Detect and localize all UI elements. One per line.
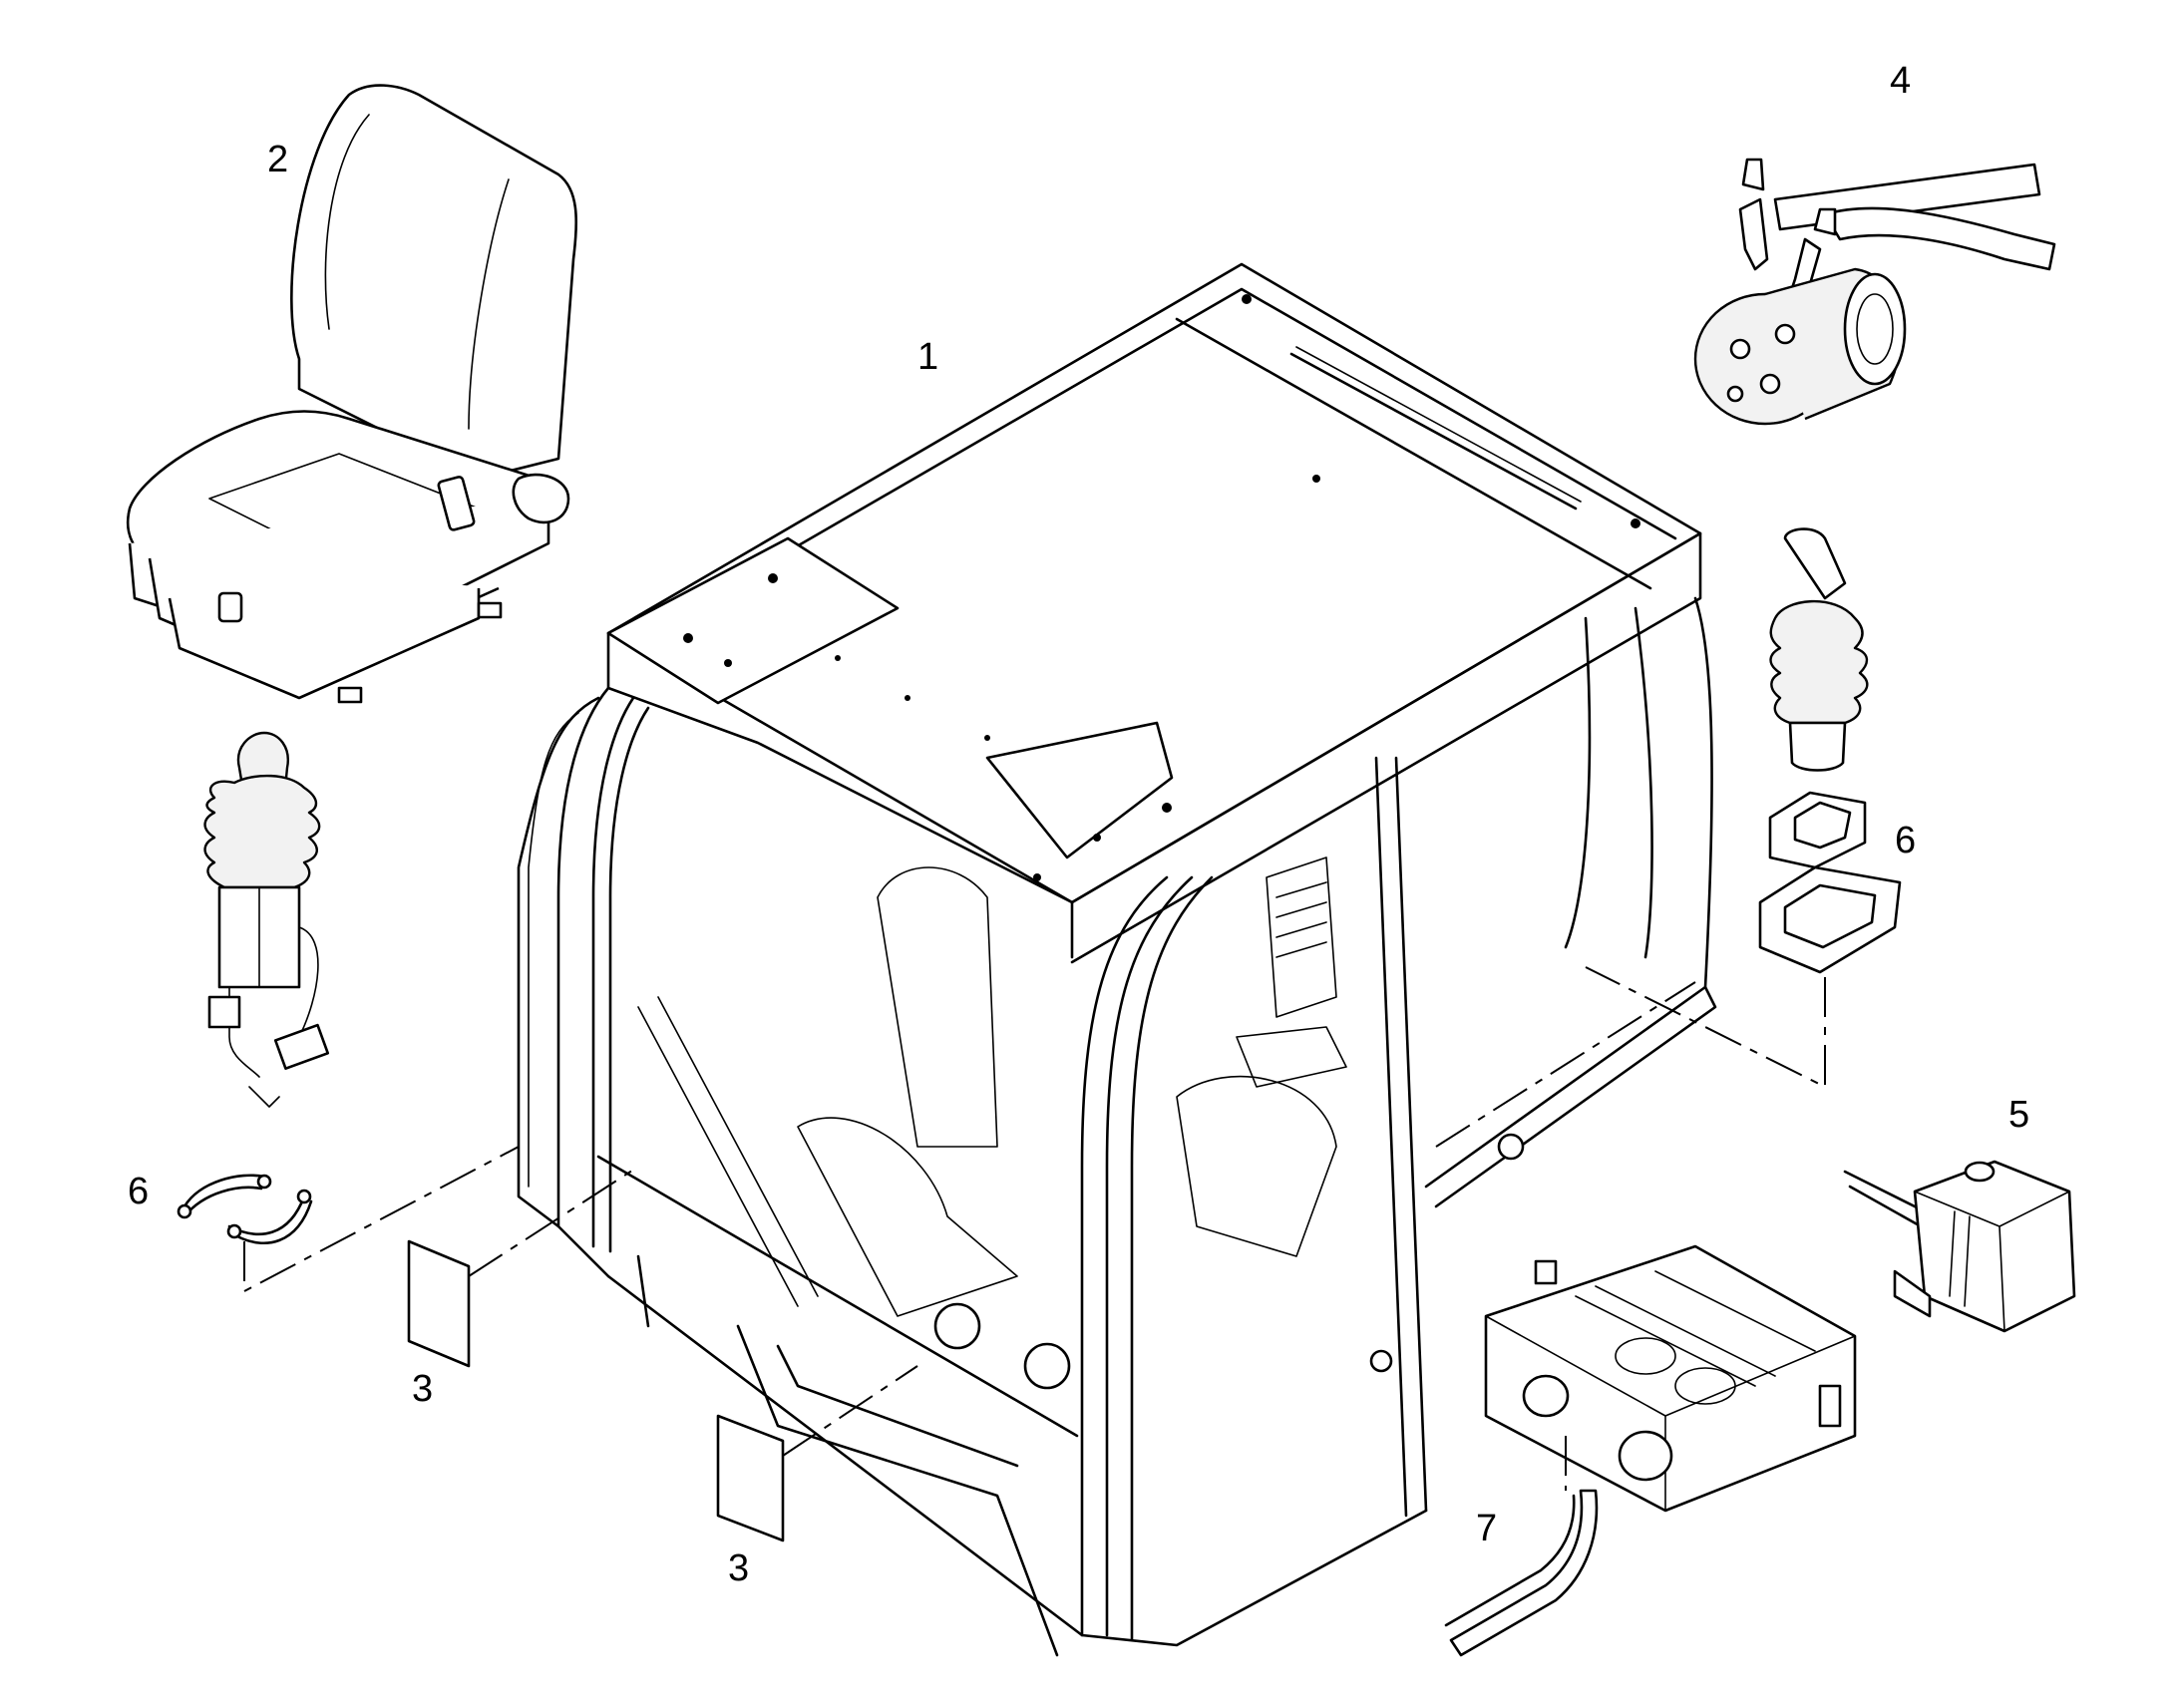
callout-seal-left: 6 (128, 1171, 149, 1212)
callout-window-left: 3 (412, 1368, 433, 1410)
leader-lines (243, 966, 1826, 1491)
callout-reservoir: 5 (2008, 1094, 2029, 1136)
callout-seal-right: 6 (1895, 820, 1916, 861)
window-panes (407, 1239, 785, 1542)
callout-heater-hose: 7 (1476, 1508, 1497, 1549)
seat-assembly (126, 84, 578, 704)
right-seal-parts (1758, 791, 1902, 974)
heater-unit (1484, 1244, 1857, 1513)
callout-compressor: 4 (1890, 60, 1911, 102)
left-joystick (203, 731, 330, 1108)
callout-window-front: 3 (728, 1547, 749, 1589)
cab-assembly (517, 262, 1717, 1657)
callout-labels: 1 2 3 3 4 5 6 6 7 (128, 60, 2029, 1589)
left-seal-parts (177, 1174, 313, 1244)
washer-reservoir (1843, 1160, 2076, 1333)
callout-seat: 2 (267, 139, 288, 180)
right-joystick (1769, 527, 1869, 772)
callout-cab: 1 (917, 336, 938, 378)
ac-compressor (1693, 158, 2056, 426)
heater-hose (1444, 1489, 1599, 1657)
